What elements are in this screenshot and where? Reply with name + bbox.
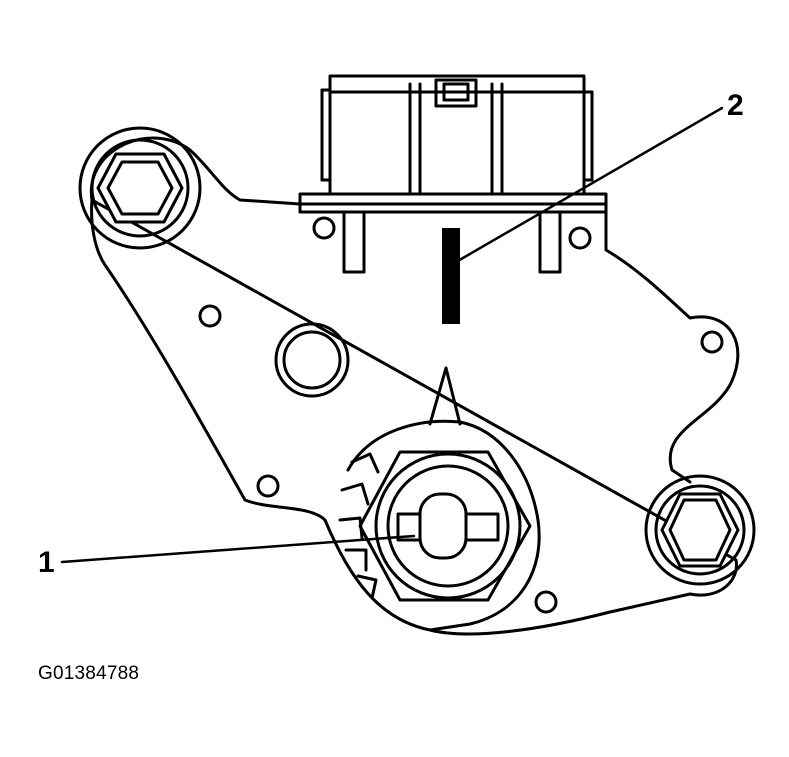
figure-id: G01384788 (38, 663, 140, 684)
small-hole (256, 474, 280, 498)
small-hole (198, 304, 222, 328)
leader-line-2 (454, 106, 724, 264)
callout-1-label: 1 (38, 546, 55, 579)
large-hole (274, 322, 350, 398)
mounting-bolt-lower-right (644, 474, 756, 586)
small-hole (568, 226, 592, 250)
mounting-bolt-upper-left (78, 126, 202, 250)
electrical-connector (298, 74, 608, 274)
small-hole (312, 216, 336, 240)
leader-line-1 (60, 534, 416, 564)
small-hole (534, 590, 558, 614)
callout-2-label: 2 (727, 89, 744, 122)
position-mark (442, 228, 460, 324)
small-hole (700, 330, 724, 354)
shaft-assembly (338, 366, 541, 632)
